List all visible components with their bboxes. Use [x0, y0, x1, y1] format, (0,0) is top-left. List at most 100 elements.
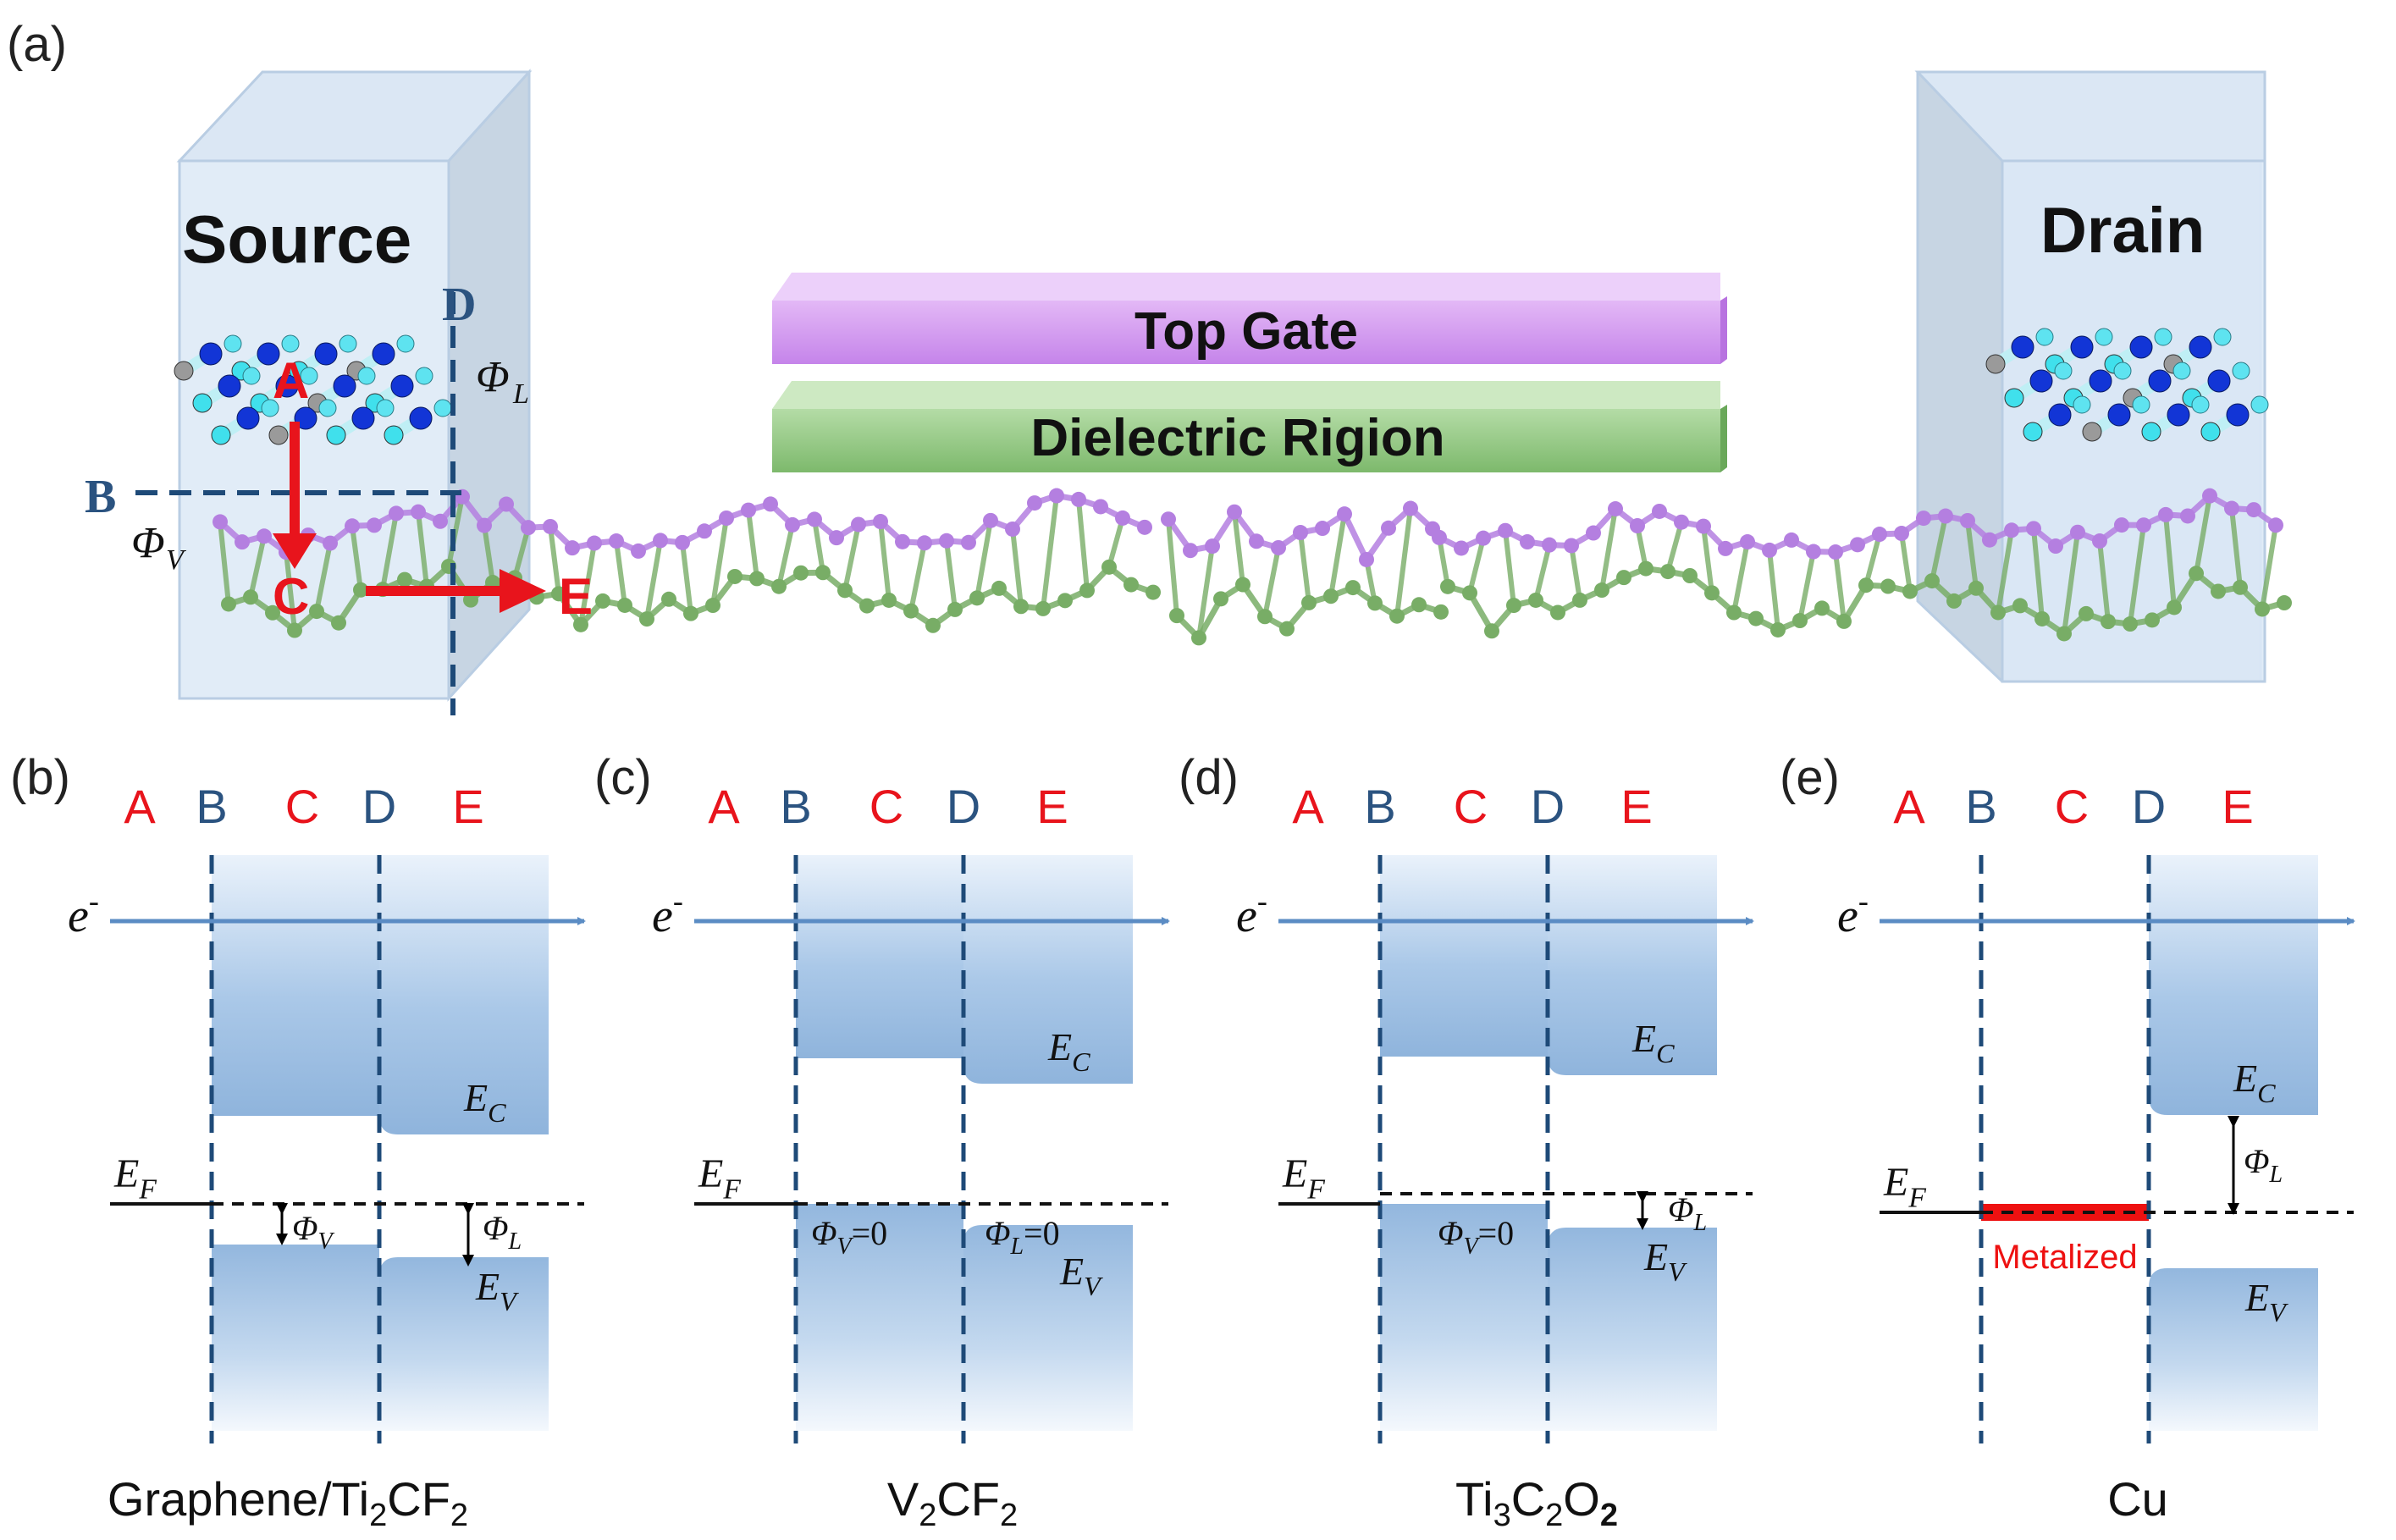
channel-atom: [213, 514, 228, 530]
top-gate: Top Gate: [772, 273, 1727, 364]
channel-atom: [969, 590, 985, 606]
ec-label: EC: [1047, 1025, 1090, 1077]
channel-atom: [257, 528, 272, 544]
lattice-atom: [275, 374, 299, 398]
channel-atom: [1183, 543, 1198, 559]
lattice-atom: [2129, 335, 2153, 359]
channel-atom: [1440, 578, 1455, 594]
channel-atom: [2145, 612, 2160, 628]
channel-atom: [851, 516, 866, 533]
valence-band-right: [2149, 1268, 2318, 1431]
column-label-d: D: [947, 780, 980, 833]
channel-atom: [609, 533, 624, 549]
lattice-atom: [2213, 328, 2232, 346]
lattice-atom: [2141, 422, 2161, 442]
channel-atom: [991, 580, 1007, 596]
lattice-atom: [2148, 369, 2172, 393]
lattice-atom: [236, 406, 260, 430]
panel-label: (c): [594, 750, 652, 805]
channel-atom: [2180, 508, 2195, 524]
channel-atom: [2056, 626, 2072, 642]
conduction-band-right: [963, 855, 1133, 1084]
lattice-atom: [2200, 422, 2221, 442]
channel-atom: [741, 502, 756, 518]
lattice-atom: [294, 406, 317, 430]
lattice-atom: [242, 367, 261, 385]
channel-atom: [2048, 538, 2063, 555]
lattice-atom: [314, 342, 338, 366]
channel-atom: [1433, 604, 1449, 620]
channel-atom: [2268, 517, 2283, 533]
lattice-atom: [326, 425, 346, 445]
channel-atom: [1814, 600, 1830, 616]
channel-atom: [1498, 522, 1513, 538]
channel-atom: [1696, 518, 1711, 534]
channel-atom: [903, 603, 919, 619]
drain-electrode: Drain: [1914, 70, 2266, 683]
channel-atom: [1792, 613, 1808, 629]
dielectric-label: Dielectric Rigion: [1030, 409, 1444, 467]
point-b-label: B: [85, 471, 116, 523]
lattice-atom: [1985, 354, 2006, 374]
lattice-atom: [199, 342, 223, 366]
lattice-atom: [2004, 388, 2024, 408]
channel-atom: [367, 517, 382, 533]
channel-atom: [499, 496, 514, 512]
channel-atom: [1337, 506, 1352, 522]
channel-atom: [1616, 570, 1631, 586]
column-label-c: C: [1454, 780, 1488, 833]
channel-atom: [1858, 577, 1874, 593]
channel-atom: [1323, 588, 1339, 604]
column-label-b: B: [196, 780, 227, 833]
channel-atom: [2167, 599, 2182, 615]
material-caption: Ti3C2O2: [1455, 1472, 1618, 1533]
svg-text:Φ: Φ: [131, 519, 165, 567]
channel-atom: [2233, 579, 2248, 595]
column-label-b: B: [1364, 780, 1395, 833]
ec-label: EC: [2233, 1057, 2276, 1108]
channel-atom: [1079, 582, 1095, 599]
channel-atom: [961, 534, 976, 550]
channel-atom: [697, 523, 712, 539]
channel-atom: [1115, 510, 1130, 526]
channel-atom: [1005, 521, 1020, 537]
channel-atom: [1652, 503, 1667, 519]
channel-atom: [1594, 582, 1609, 599]
phi-v-label: ΦV=0: [811, 1214, 887, 1260]
conduction-band-right: [1548, 855, 1717, 1075]
material-caption: V2CF2: [887, 1472, 1018, 1533]
column-label-b: B: [780, 780, 811, 833]
ec-label: EC: [1631, 1017, 1675, 1068]
channel-atom: [829, 530, 844, 546]
channel-atom: [1924, 573, 1940, 589]
channel-atom: [309, 604, 324, 620]
channel-atom: [345, 518, 360, 534]
dielectric-region: Dielectric Rigion: [772, 381, 1727, 472]
valence-band-middle: [796, 1204, 963, 1431]
channel-atom: [1572, 592, 1587, 608]
channel-atom: [1484, 623, 1499, 639]
channel-atom: [1982, 532, 1997, 548]
channel-atom: [287, 622, 302, 638]
conduction-band-middle: [1380, 855, 1548, 1057]
panel-label: (b): [10, 750, 70, 805]
channel-atom: [1806, 544, 1821, 560]
lattice-atom: [211, 425, 231, 445]
lattice-atom: [2095, 328, 2113, 346]
channel-atom: [221, 596, 236, 612]
lattice-atom: [396, 334, 415, 353]
lattice-atom: [2207, 369, 2231, 393]
channel-atom: [807, 511, 822, 527]
channel-atom: [1315, 521, 1330, 537]
channel-atom: [1946, 593, 1962, 609]
channel-atom: [243, 589, 258, 605]
channel-atom: [1704, 585, 1720, 601]
channel-atom: [1271, 539, 1286, 555]
valence-band-right: [1548, 1228, 1717, 1431]
electron-label: e-: [68, 884, 99, 942]
fermi-level-label: EF: [1282, 1151, 1325, 1205]
channel-atom: [2277, 595, 2292, 611]
point-e-label: E: [559, 568, 593, 625]
